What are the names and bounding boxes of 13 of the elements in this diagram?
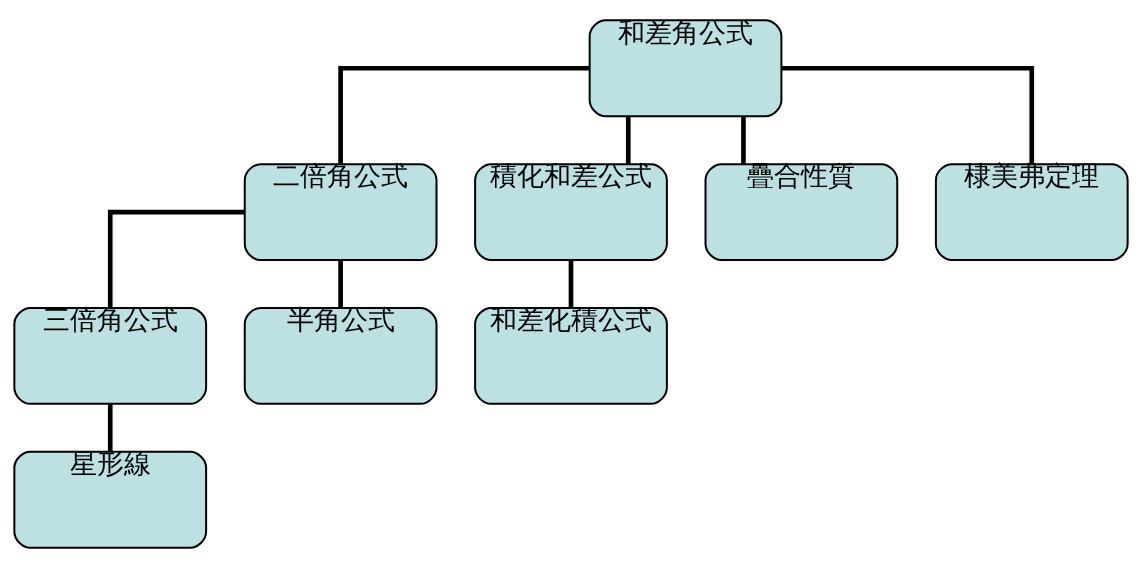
node-box: 星形線	[13, 450, 208, 549]
connector	[338, 260, 343, 308]
node-box: 和差角公式	[588, 19, 783, 118]
connector	[338, 65, 590, 164]
connector	[781, 65, 1035, 164]
node-box: 三倍角公式	[13, 306, 208, 405]
node-box: 二倍角公式	[243, 163, 438, 262]
node-box: 半角公式	[243, 306, 438, 405]
connector	[107, 209, 245, 308]
connector	[625, 116, 631, 164]
connector	[107, 404, 113, 452]
connector	[568, 260, 574, 308]
connector	[741, 116, 746, 164]
